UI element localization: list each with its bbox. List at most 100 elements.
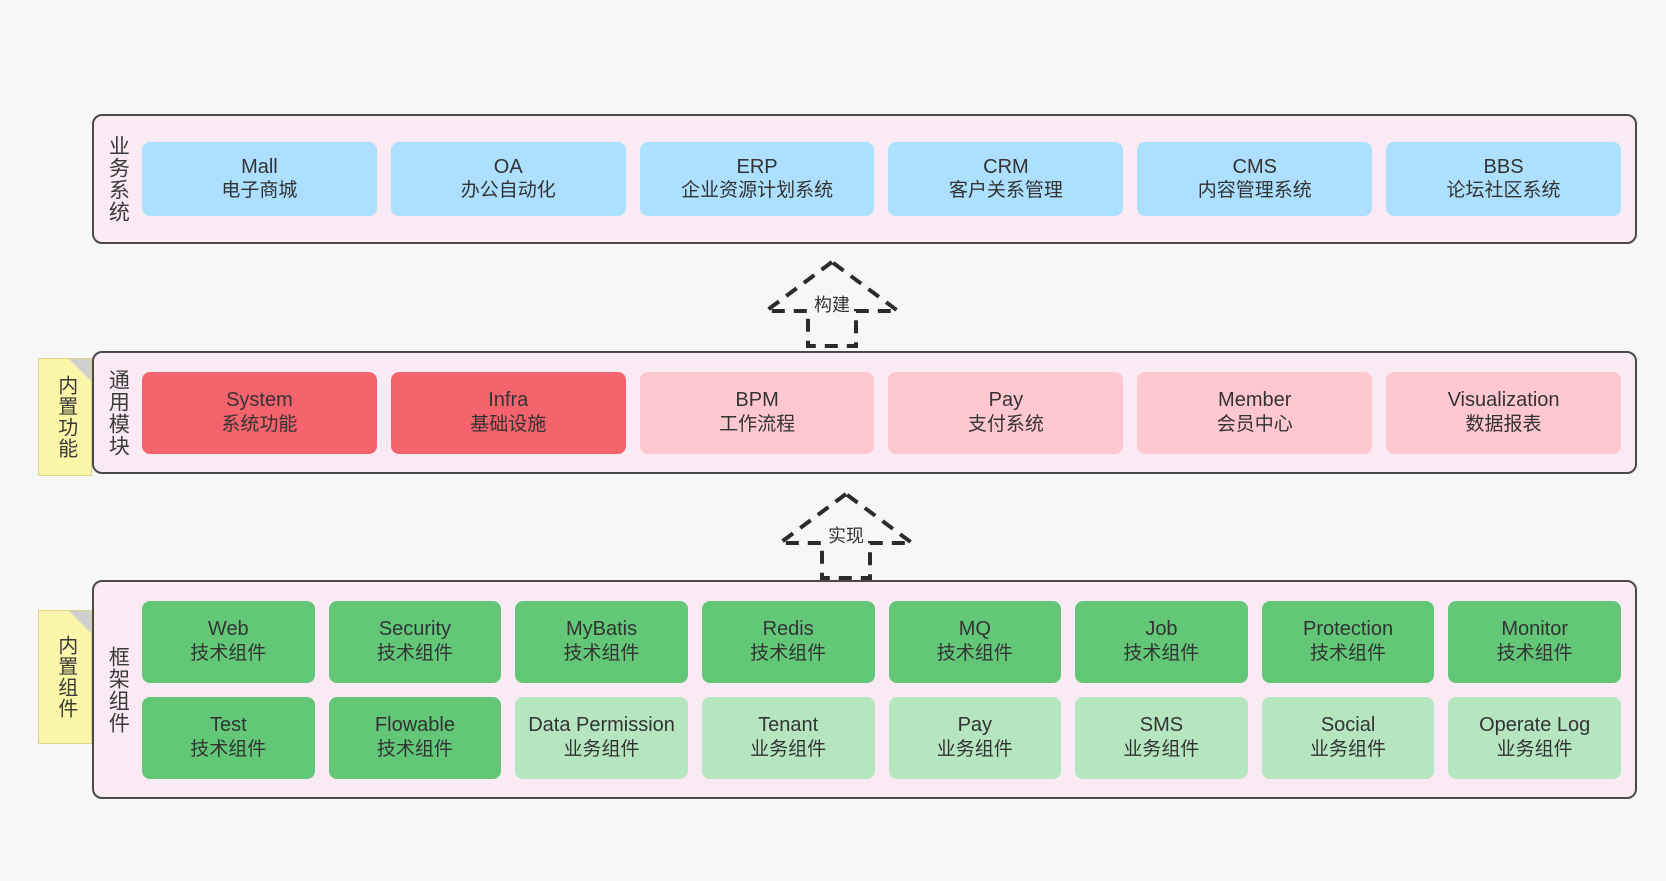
sticky-note-builtin-components: 内置组件 [38,610,92,744]
module-box-job[interactable]: Job 技术组件 [1075,600,1248,683]
module-name: Pay [957,714,993,737]
module-name: ERP [736,155,778,178]
module-subtitle: 业务组件 [1310,738,1387,760]
module-box-bpm[interactable]: BPM 工作流程 [639,371,875,454]
module-subtitle: 技术组件 [1496,642,1573,664]
module-name: CRM [983,155,1029,178]
layer-title-common-modules: 通用模块 [106,368,130,457]
module-box-pay[interactable]: Pay 支付系统 [888,371,1124,454]
module-subtitle: 电子商城 [221,180,298,202]
module-name: Monitor [1501,618,1569,641]
module-name: Mall [241,155,278,178]
module-subtitle: 技术组件 [190,642,267,664]
module-subtitle: 业务组件 [1123,738,1200,760]
module-subtitle: 业务组件 [936,738,1013,760]
module-subtitle: 技术组件 [563,642,640,664]
module-subtitle: 数据报表 [1465,413,1542,435]
module-box-infra[interactable]: Infra 基础设施 [390,371,626,454]
module-box-test[interactable]: Test 技术组件 [142,696,315,779]
module-name: Infra [488,389,529,412]
module-box-crm[interactable]: CRM 客户关系管理 [888,142,1124,216]
module-box-redis[interactable]: Redis 技术组件 [701,600,875,683]
module-subtitle: 工作流程 [719,413,796,435]
module-subtitle: 业务组件 [563,738,640,760]
module-name: BBS [1483,155,1524,178]
module-name: SMS [1139,714,1184,737]
module-subtitle: 基础设施 [470,413,547,435]
module-subtitle: 内容管理系统 [1197,180,1312,202]
module-name: CMS [1232,155,1277,178]
module-box-security[interactable]: Security 技术组件 [328,600,502,683]
connector-label-build: 构建 [814,295,850,315]
module-subtitle: 业务组件 [1496,738,1573,760]
connector-label-implement: 实现 [828,526,864,546]
connector-arrow-implement [766,488,926,588]
module-box-member[interactable]: Member 会员中心 [1137,371,1373,454]
module-name: OA [493,155,523,178]
sticky-note-builtin-features: 内置功能 [38,358,92,476]
connector-arrow-build [752,256,912,356]
module-name: Member [1218,389,1292,412]
module-box-data-permission[interactable]: Data Permission 业务组件 [515,696,688,779]
module-subtitle: 论坛社区系统 [1446,180,1561,202]
module-name: MyBatis [566,618,638,641]
module-subtitle: 办公自动化 [460,180,556,202]
layer-body-framework-components: Web 技术组件 Security 技术组件 MyBatis 技术组件 Redi… [140,582,1635,797]
layer-body-common-modules: System 系统功能 Infra 基础设施 BPM 工作流程 Pay 支付系统… [140,353,1635,472]
module-box-mybatis[interactable]: MyBatis 技术组件 [515,600,688,683]
module-box-oa[interactable]: OA 办公自动化 [390,142,626,216]
module-box-flowable[interactable]: Flowable 技术组件 [328,696,502,779]
module-box-operate-log[interactable]: Operate Log 业务组件 [1448,696,1621,779]
module-name: Visualization [1447,389,1560,412]
module-name: Social [1320,714,1376,737]
module-subtitle: 会员中心 [1216,413,1293,435]
module-box-system[interactable]: System 系统功能 [142,371,377,454]
module-box-sms[interactable]: SMS 业务组件 [1075,696,1248,779]
layer-framework-components: 框架组件 Web 技术组件 Security 技术组件 MyBatis 技术组件… [92,580,1637,799]
module-box-web[interactable]: Web 技术组件 [142,600,315,683]
module-name: Job [1145,618,1178,641]
module-box-protection[interactable]: Protection 技术组件 [1261,600,1435,683]
module-subtitle: 技术组件 [376,642,453,664]
module-row: System 系统功能 Infra 基础设施 BPM 工作流程 Pay 支付系统… [142,371,1621,454]
module-name: Protection [1303,618,1394,641]
module-name: BPM [735,389,779,412]
layer-title-business-systems: 业务系统 [106,135,130,223]
module-box-visualization[interactable]: Visualization 数据报表 [1386,371,1621,454]
module-name: MQ [958,618,991,641]
module-subtitle: 技术组件 [1310,642,1387,664]
module-box-social[interactable]: Social 业务组件 [1261,696,1435,779]
module-box-bbs[interactable]: BBS 论坛社区系统 [1386,142,1621,216]
module-subtitle: 企业资源计划系统 [681,180,834,202]
module-subtitle: 技术组件 [750,642,827,664]
module-row: Test 技术组件 Flowable 技术组件 Data Permission … [142,696,1621,779]
module-subtitle: 技术组件 [376,738,453,760]
module-name: Redis [762,618,814,641]
module-box-pay-component[interactable]: Pay 业务组件 [888,696,1062,779]
module-subtitle: 技术组件 [1123,642,1200,664]
module-row: Web 技术组件 Security 技术组件 MyBatis 技术组件 Redi… [142,600,1621,683]
module-subtitle: 客户关系管理 [948,180,1063,202]
module-box-monitor[interactable]: Monitor 技术组件 [1448,600,1621,683]
layer-title-framework-components: 框架组件 [106,645,130,734]
module-box-mall[interactable]: Mall 电子商城 [142,142,377,216]
module-subtitle: 技术组件 [936,642,1013,664]
module-name: Operate Log [1479,714,1591,737]
module-subtitle: 技术组件 [190,738,267,760]
module-row: Mall 电子商城 OA 办公自动化 ERP 企业资源计划系统 CRM 客户关系… [142,142,1621,216]
module-box-tenant[interactable]: Tenant 业务组件 [701,696,875,779]
layer-common-modules: 通用模块 System 系统功能 Infra 基础设施 BPM 工作流程 Pay… [92,351,1637,474]
module-name: Web [207,618,249,641]
module-subtitle: 支付系统 [967,413,1044,435]
module-box-cms[interactable]: CMS 内容管理系统 [1137,142,1373,216]
module-box-erp[interactable]: ERP 企业资源计划系统 [639,142,875,216]
module-name: Security [378,618,452,641]
layer-body-business-systems: Mall 电子商城 OA 办公自动化 ERP 企业资源计划系统 CRM 客户关系… [140,116,1635,242]
module-name: Tenant [758,714,819,737]
module-name: Data Permission [528,714,675,737]
module-name: System [226,389,293,412]
layer-business-systems: 业务系统 Mall 电子商城 OA 办公自动化 ERP 企业资源计划系统 CRM… [92,114,1637,244]
module-box-mq[interactable]: MQ 技术组件 [888,600,1062,683]
module-name: Test [209,714,247,737]
